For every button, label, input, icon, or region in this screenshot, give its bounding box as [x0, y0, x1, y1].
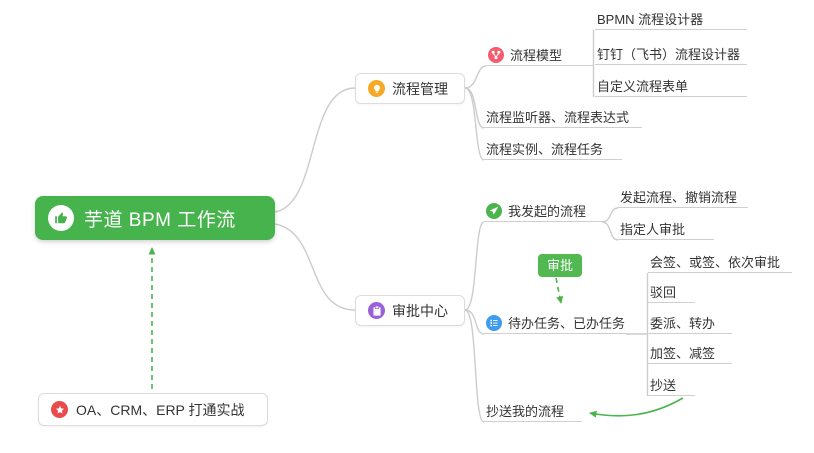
node-approval-center[interactable]: 审批中心 — [355, 295, 465, 326]
node-label: 加签、减签 — [650, 346, 716, 361]
send-icon — [486, 202, 502, 219]
note-oa-crm-erp[interactable]: OA、CRM、ERP 打通实战 — [38, 393, 268, 426]
node-label: 流程监听器、流程表达式 — [486, 110, 630, 125]
node-bpmn-designer[interactable]: BPMN 流程设计器 — [595, 8, 747, 30]
node-label: 流程管理 — [392, 80, 448, 97]
approval-edge-arrow — [555, 277, 564, 304]
node-label: 会签、或签、依次审批 — [650, 255, 781, 270]
node-delegate-transfer[interactable]: 委派、转办 — [648, 312, 732, 334]
cc-relation-arrow — [589, 397, 684, 418]
thumbs-up-icon — [48, 205, 74, 231]
lightbulb-icon — [368, 80, 385, 97]
clipboard-icon — [368, 302, 385, 319]
node-label: 发起流程、撤销流程 — [620, 190, 738, 205]
node-reject[interactable]: 驳回 — [648, 281, 695, 303]
root-label: 芋道 BPM 工作流 — [84, 209, 236, 231]
node-label: 抄送我的流程 — [486, 404, 565, 419]
node-todo-done-tasks[interactable]: 待办任务、已办任务 — [484, 312, 626, 334]
node-process-instance-task[interactable]: 流程实例、流程任务 — [484, 138, 622, 160]
node-label: 指定人审批 — [620, 222, 686, 237]
node-label: 流程实例、流程任务 — [486, 142, 604, 157]
node-label: 待办任务、已办任务 — [508, 316, 626, 331]
node-process-management[interactable]: 流程管理 — [355, 73, 465, 104]
flow-model-icon — [488, 46, 504, 63]
node-label: 我发起的流程 — [508, 204, 587, 219]
edge-label-approval[interactable]: 审批 — [538, 254, 583, 277]
node-countersign-orsign-sequential[interactable]: 会签、或签、依次审批 — [648, 251, 792, 273]
node-assigned-approver[interactable]: 指定人审批 — [618, 218, 714, 240]
node-label: BPMN 流程设计器 — [597, 12, 704, 27]
node-initiate-revoke-process[interactable]: 发起流程、撤销流程 — [618, 186, 748, 208]
node-label: 流程模型 — [510, 48, 563, 63]
node-label: 审批中心 — [392, 302, 448, 319]
node-cc[interactable]: 抄送 — [648, 374, 695, 396]
node-process-listener-expression[interactable]: 流程监听器、流程表达式 — [484, 106, 642, 128]
star-icon — [51, 401, 68, 418]
node-cc-my-process[interactable]: 抄送我的流程 — [484, 400, 582, 422]
node-process-model[interactable]: 流程模型 — [486, 44, 594, 66]
node-label: 自定义流程表单 — [597, 79, 689, 94]
node-label: 驳回 — [650, 285, 677, 300]
node-my-initiated-process[interactable]: 我发起的流程 — [484, 200, 602, 222]
node-dingtalk-feishu-designer[interactable]: 钉钉（飞书）流程设计器 — [595, 43, 747, 65]
node-label: 钉钉（飞书）流程设计器 — [597, 47, 741, 62]
node-label: 委派、转办 — [650, 316, 716, 331]
note-label: OA、CRM、ERP 打通实战 — [76, 401, 245, 418]
checklist-icon — [486, 314, 502, 331]
relation-arrows — [148, 247, 684, 418]
branch-connectors — [274, 30, 649, 423]
node-label: 抄送 — [650, 378, 677, 393]
node-custom-process-form[interactable]: 自定义流程表单 — [595, 75, 747, 97]
root-node[interactable]: 芋道 BPM 工作流 — [35, 196, 275, 240]
node-add-remove-sign[interactable]: 加签、减签 — [648, 342, 732, 364]
